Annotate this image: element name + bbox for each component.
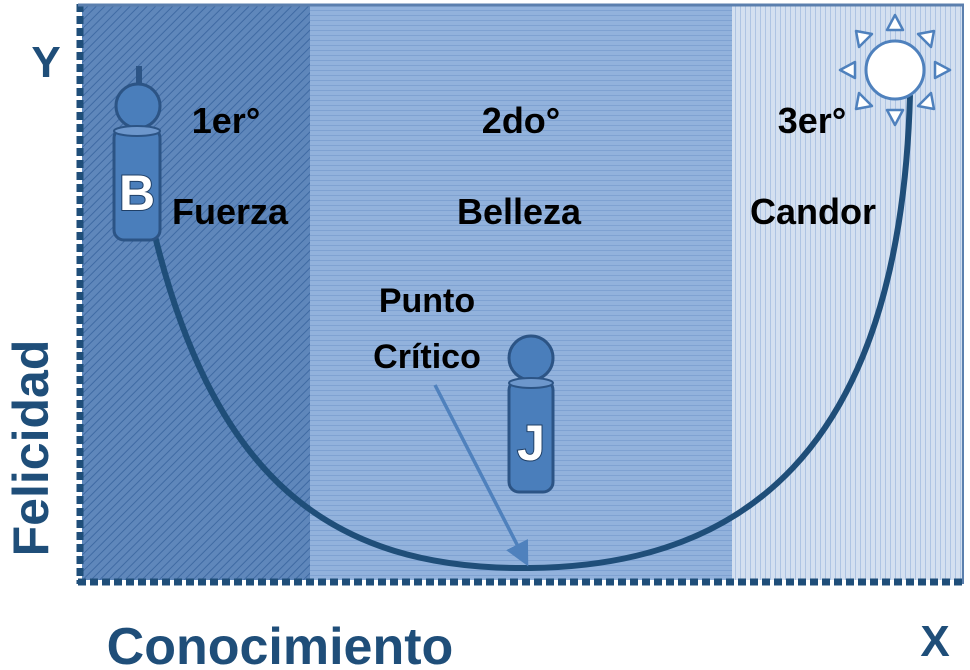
zone-belleza-name: Belleza — [457, 191, 582, 232]
zone-fuerza-degree: 1er° — [192, 100, 260, 141]
sun-icon — [838, 13, 952, 127]
critical-point-label-line1: Punto — [379, 282, 475, 320]
figure-b-body-top — [113, 125, 161, 137]
person-figure-b: B — [112, 66, 162, 242]
zone-fuerza-name: Fuerza — [172, 191, 289, 232]
critical-point-label-line2: Crítico — [373, 338, 481, 376]
figure-b-letter: B — [119, 165, 155, 221]
zone-belleza-degree: 2do° — [482, 100, 560, 141]
y-axis-title: Felicidad — [3, 340, 59, 557]
person-figure-j: J — [507, 334, 555, 494]
x-axis-title: Conocimiento — [107, 618, 454, 670]
happiness-curve — [147, 94, 913, 572]
figure-j-letter: J — [517, 415, 545, 471]
x-axis-letter: X — [920, 617, 949, 666]
zone-candor-degree: 3er° — [778, 100, 846, 141]
figure-j-body-top — [508, 377, 554, 389]
axis-border — [76, 3, 964, 586]
figure-b-head — [114, 82, 162, 130]
zone-fuerza-background — [82, 6, 310, 580]
critical-point-arrow — [433, 384, 529, 567]
y-axis-letter: Y — [31, 38, 60, 87]
zone-candor-name: Candor — [750, 191, 876, 232]
figure-j-head — [507, 334, 555, 382]
figure-b-antenna — [136, 66, 142, 88]
zone-belleza-background — [310, 6, 732, 580]
